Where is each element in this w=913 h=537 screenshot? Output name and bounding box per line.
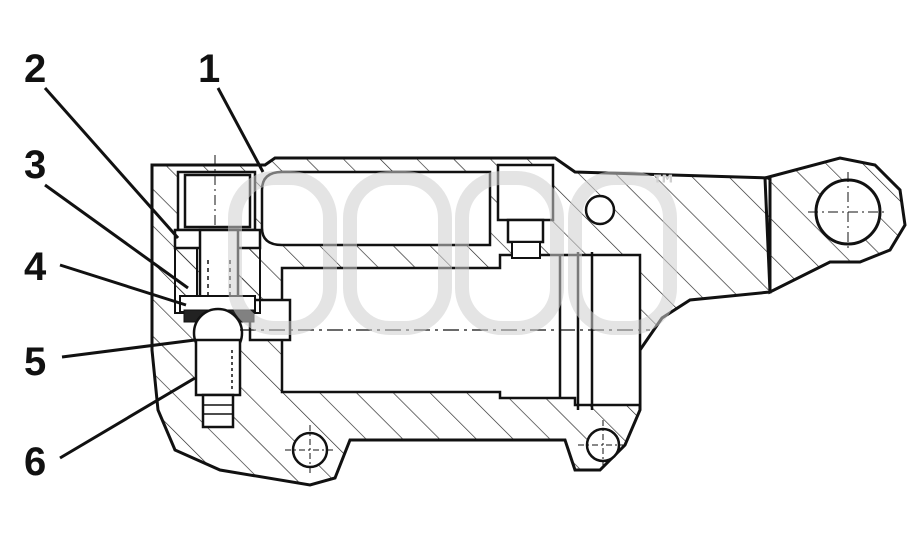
callout-label-5: 5: [24, 340, 46, 384]
watermark-logo: [228, 171, 677, 335]
callout-label-2: 2: [24, 47, 46, 91]
callout-label-1: 1: [198, 47, 220, 91]
mounting-lug: [763, 156, 907, 295]
callout-label-3: 3: [24, 143, 46, 187]
leader-lines: [43, 87, 265, 460]
watermark-trademark: ™: [650, 169, 678, 202]
callout-label-6: 6: [24, 440, 46, 484]
mounting-holes: [285, 194, 628, 475]
drain-fitting: [194, 338, 242, 429]
callout-label-4: 4: [24, 245, 47, 289]
